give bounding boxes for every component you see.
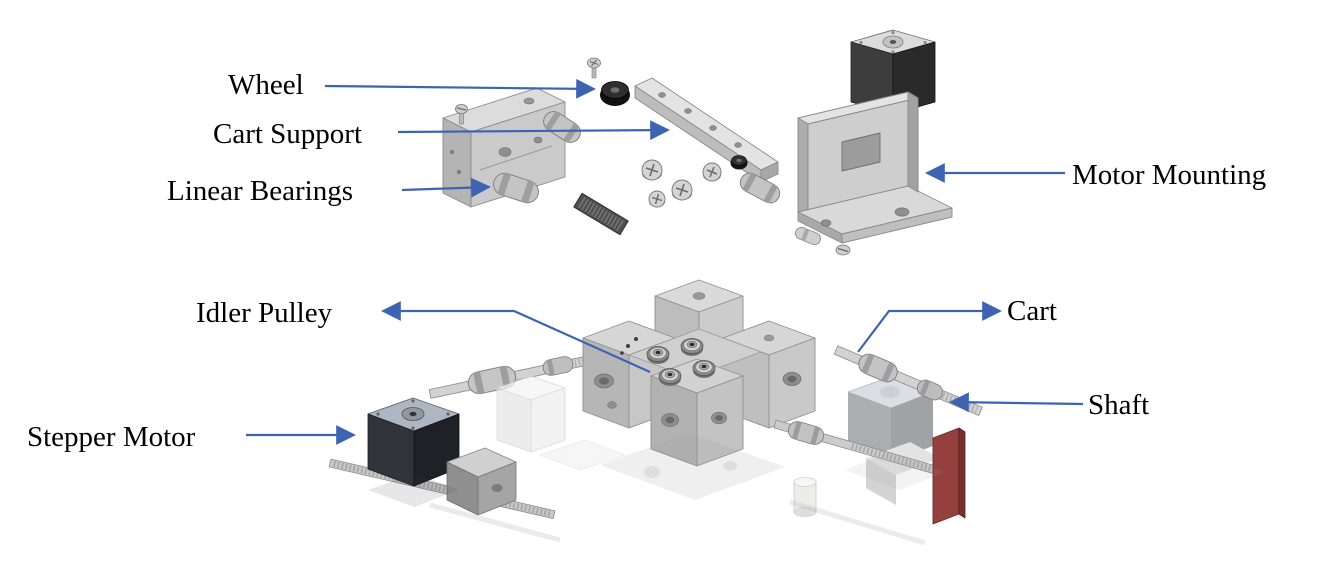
wheel-part [600,81,630,106]
label-linear-bearings: Linear Bearings [167,175,354,207]
leader-linear-bearings [401,177,491,198]
label-motor-mounting: Motor Mounting [1072,159,1267,191]
flange-screw [835,244,851,256]
right-shaft-bearing-small [916,379,944,401]
label-wheel: Wheel [228,69,304,101]
linear-bearing-a [543,110,581,144]
leader-cart-support [397,120,670,141]
lower-right-bearing [787,421,825,445]
left-shaft-bearing-small [542,356,574,376]
label-cart-support: Cart Support [213,118,363,150]
label-cart: Cart [1007,295,1057,327]
exploded-cart-assembly [442,29,953,256]
motor-angle-bracket [446,447,517,516]
leader-idler-pulley [381,301,651,374]
label-shaft: Shaft [1088,389,1150,421]
leader-cart [857,301,1002,353]
stepper-motor-left [367,397,460,487]
spacer-cylinder [795,226,821,246]
leader-wheel [324,78,596,99]
screw-above-wheel [587,57,601,79]
ghost-block [496,375,566,453]
label-stepper-motor: Stepper Motor [27,421,196,453]
wheel-nut [730,155,748,170]
knurled-rod [573,192,629,236]
white-standoff [793,477,817,517]
ghost-bar [539,439,626,471]
leader-shaft [949,392,1084,413]
linear-bearing-c [739,172,781,204]
assembled-view [328,279,983,546]
screw-top-left [455,104,468,125]
button-screws [641,159,722,208]
right-shaft-bearing [858,353,898,383]
idler-pulleys [620,337,716,387]
motor-mounting-bracket [797,91,953,244]
leader-lines [246,78,1084,445]
red-plate [932,427,966,525]
reflections [368,433,945,546]
linear-bearing-b [493,172,539,204]
stepper-motor-top [850,29,936,115]
label-idler-pulley: Idler Pulley [196,297,333,329]
